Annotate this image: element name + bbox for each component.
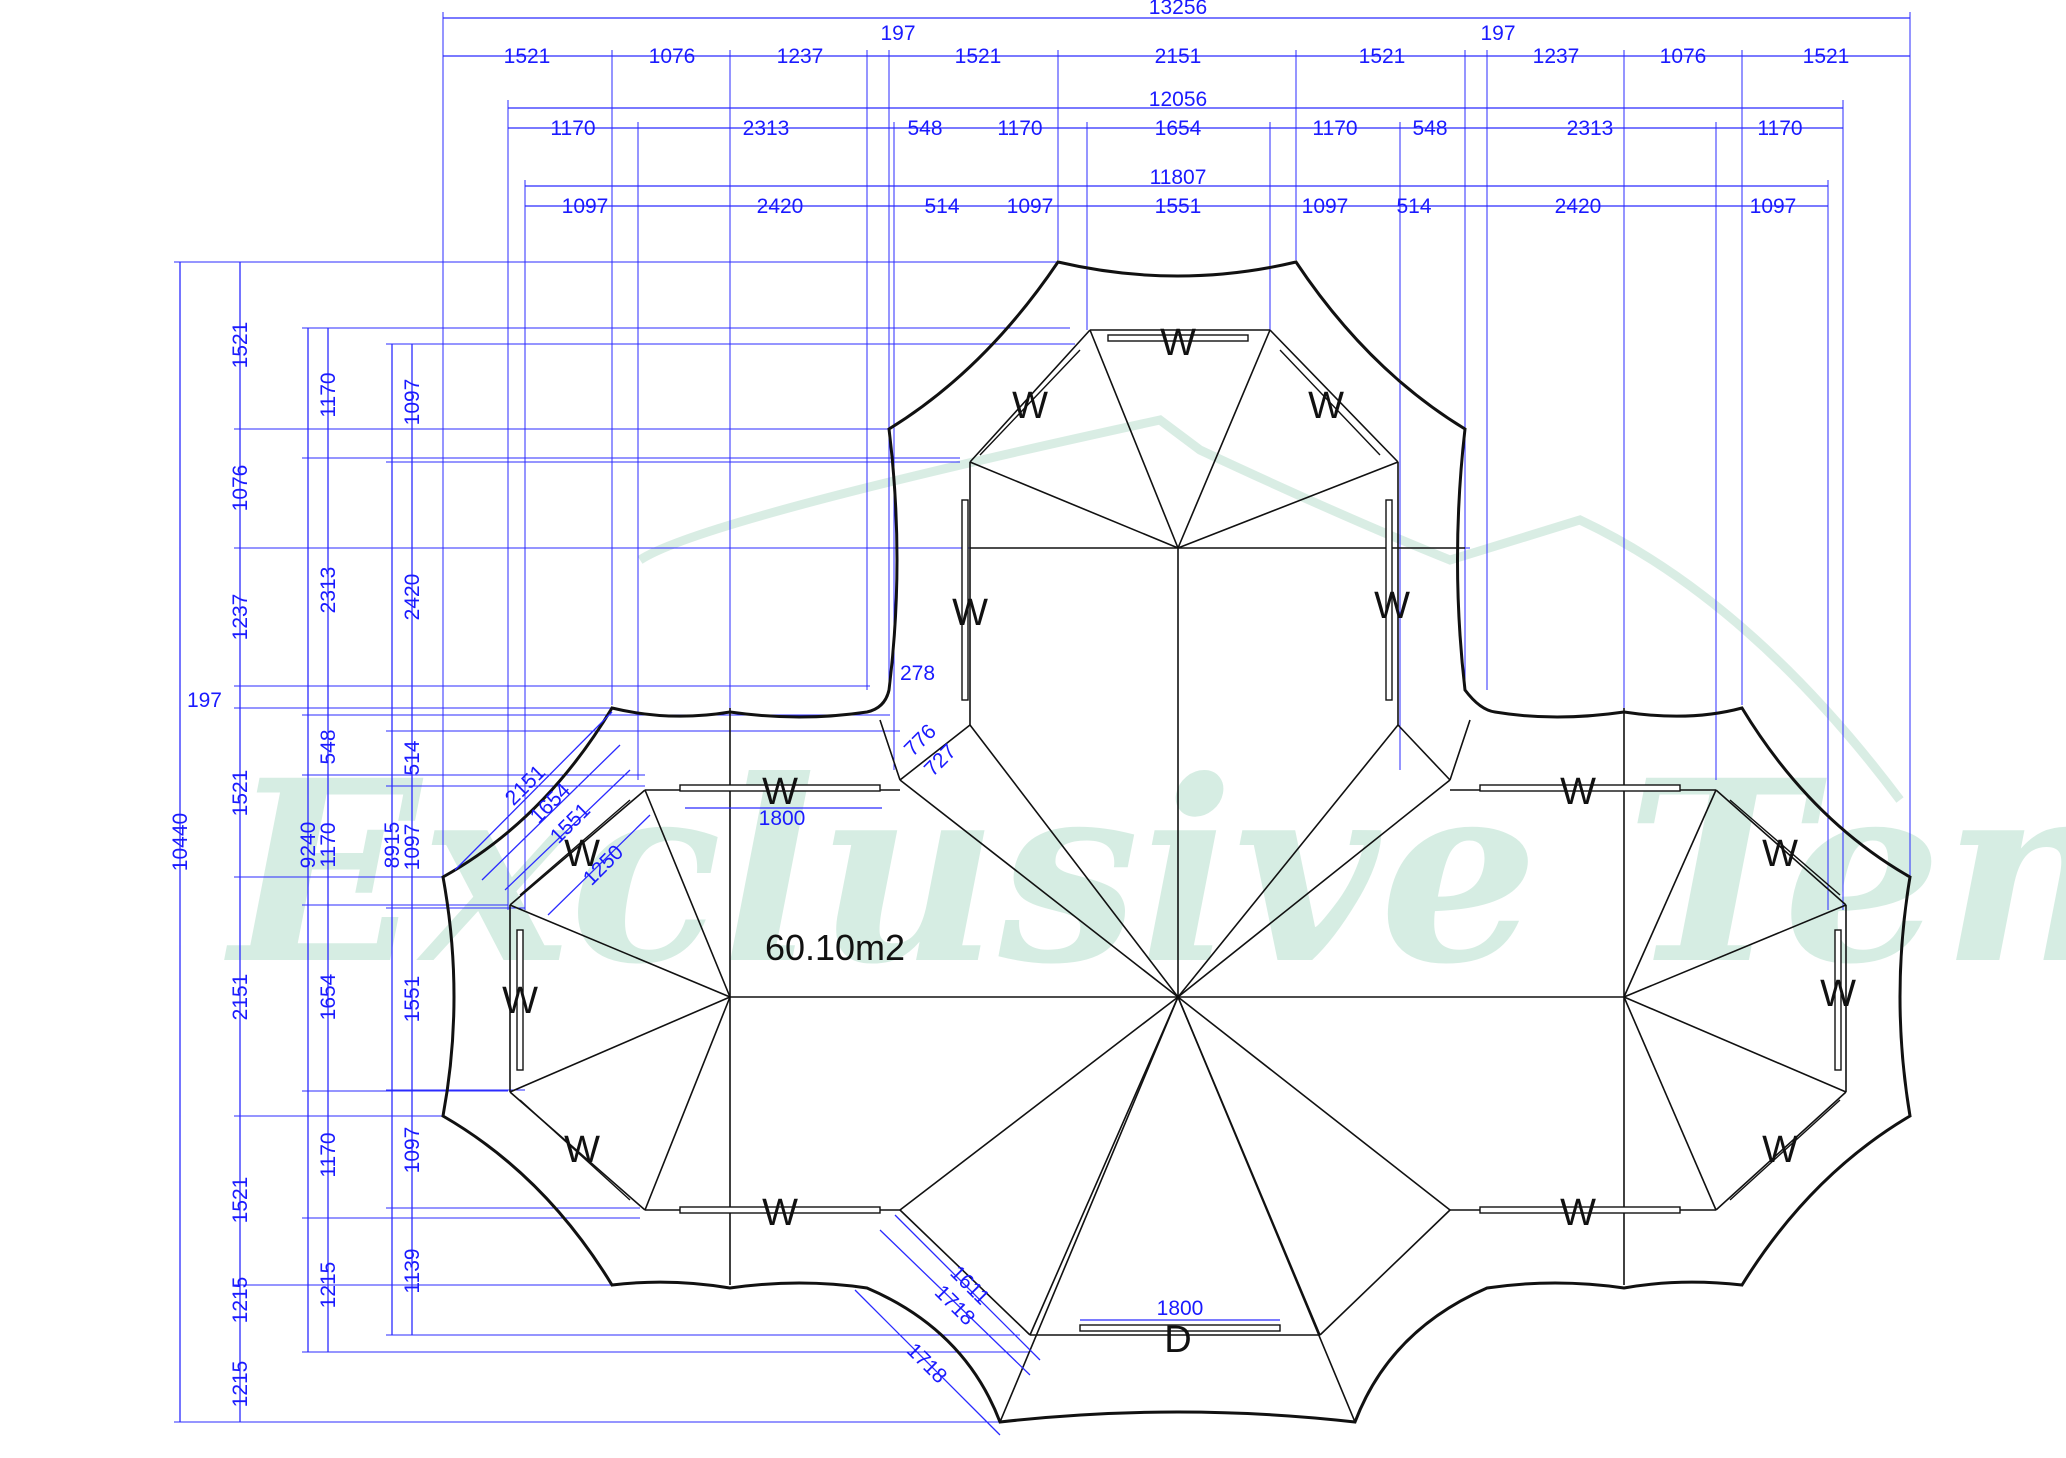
label-door: D: [1164, 1319, 1191, 1361]
frame-lines: [509, 329, 1847, 1423]
area-label: 60.10m2: [765, 927, 905, 968]
dim-mid-7: 548: [1412, 117, 1447, 140]
left-dimension-lines: 10440 1521 1076 1237 197 1521 2151 1521 …: [169, 261, 1470, 1423]
label-window-top-right: W: [1308, 385, 1344, 427]
dim-top-8: 197: [1480, 22, 1515, 45]
door-panel: [1079, 1324, 1281, 1332]
dim-col2-6: 1170: [317, 1132, 340, 1177]
dim-mid-6: 1170: [1312, 117, 1357, 140]
dim-left-8: 1215: [229, 1277, 252, 1324]
window-left-bottom: [679, 1206, 881, 1214]
window-right-upper: [1385, 499, 1393, 701]
window-left-end: [516, 929, 524, 1071]
dim-overall-width: 13256: [1149, 0, 1207, 19]
dim-left-1: 1521: [229, 322, 252, 369]
dim-left-4: 197: [187, 689, 222, 712]
label-window-right-diag-bottom: W: [1762, 1129, 1798, 1171]
dim-col3-2: 2420: [401, 574, 424, 621]
label-window-left-diag-bottom: W: [564, 1129, 600, 1171]
dim-mid-4: 1170: [997, 117, 1042, 140]
dim-col3-overall: 8915: [381, 822, 404, 869]
window-right-bottom: [1479, 1206, 1681, 1214]
label-window-left-top: W: [762, 771, 798, 813]
label-window-top: W: [1160, 322, 1196, 364]
dim-top-4: 197: [880, 22, 915, 45]
dim-door-width: 1800: [1157, 1297, 1204, 1320]
dim-col3-7: 1139: [401, 1248, 424, 1293]
dim-col2-7: 1215: [317, 1262, 340, 1309]
dim-inner-2: 2420: [757, 195, 804, 218]
label-window-left-diag-top: W: [564, 833, 600, 875]
label-window-left-bottom: W: [762, 1192, 798, 1234]
dim-mid-2: 2313: [743, 117, 790, 140]
window-left-top: [679, 784, 881, 792]
label-window-left-upper: W: [952, 592, 988, 634]
label-window-left-end: W: [502, 980, 538, 1022]
dim-left-2: 1076: [229, 465, 252, 512]
dim-inner-1: 1097: [562, 195, 609, 218]
label-window-right-end: W: [1820, 973, 1856, 1015]
dim-col2-3: 548: [317, 729, 340, 764]
dim-window-width: 1800: [759, 807, 806, 830]
dim-top-9: 1237: [1533, 45, 1580, 68]
window-left-upper: [961, 499, 969, 701]
dim-col2-2: 2313: [317, 567, 340, 614]
dim-inner-4: 1097: [1007, 195, 1054, 218]
dim-left-9: 1215: [229, 1361, 252, 1408]
dim-mid-overall: 12056: [1149, 88, 1207, 111]
dim-overall-height: 10440: [169, 813, 192, 871]
dim-top-2: 1076: [649, 45, 696, 68]
dim-top-7: 1521: [1359, 45, 1406, 68]
dim-top-10: 1076: [1660, 45, 1707, 68]
dim-col2-4: 1170: [317, 822, 340, 867]
dim-notch-radius: 278: [900, 662, 935, 685]
dim-col3-1: 1097: [401, 379, 424, 426]
dim-mid-8: 2313: [1567, 117, 1614, 140]
dim-diag-bottom-3: 1718: [902, 1339, 951, 1388]
dim-col2-5: 1654: [317, 973, 340, 1020]
dim-inner-3: 514: [924, 195, 959, 218]
tent-outline: [441, 260, 1912, 1424]
dim-mid-5: 1654: [1155, 117, 1202, 140]
dim-mid-3: 548: [907, 117, 942, 140]
label-window-right-top: W: [1560, 771, 1596, 813]
dim-top-5: 1521: [955, 45, 1002, 68]
dim-col3-5: 1551: [401, 976, 424, 1023]
dim-left-7: 1521: [229, 1177, 252, 1224]
dim-inner-overall: 11807: [1150, 166, 1207, 189]
dim-top-3: 1237: [777, 45, 824, 68]
dim-col2-1: 1170: [317, 372, 340, 417]
dim-col3-6: 1097: [401, 1127, 424, 1174]
dim-inner-7: 514: [1396, 195, 1431, 218]
dim-col3-4: 1097: [401, 824, 424, 871]
label-window-right-bottom: W: [1560, 1192, 1596, 1234]
dim-top-6: 2151: [1155, 45, 1202, 68]
watermark-roof-outline: [637, 415, 1904, 803]
dim-inner-6: 1097: [1302, 195, 1349, 218]
dim-inner-5: 1551: [1155, 195, 1202, 218]
dim-mid-1: 1170: [550, 117, 595, 140]
dim-left-6: 2151: [229, 974, 252, 1021]
dim-left-3: 1237: [229, 594, 252, 641]
dim-inner-8: 2420: [1555, 195, 1602, 218]
tent-structure: W W W W W W W W W W W W W W W D 60.10m2: [441, 260, 1912, 1424]
dim-col2-overall: 9240: [297, 822, 320, 869]
window-right-end: [1834, 929, 1842, 1071]
dim-top-1: 1521: [504, 45, 551, 68]
label-window-right-upper: W: [1374, 585, 1410, 627]
watermark-text: Exclusive Tents: [224, 725, 2066, 1019]
label-window-right-diag-top: W: [1762, 833, 1798, 875]
dim-col3-3: 514: [401, 740, 424, 775]
dim-inner-9: 1097: [1750, 195, 1797, 218]
dim-top-11: 1521: [1803, 45, 1850, 68]
dim-mid-9: 1170: [1757, 117, 1802, 140]
label-window-top-left: W: [1012, 385, 1048, 427]
watermark: Exclusive Tents: [224, 415, 2066, 1019]
dim-left-5: 1521: [229, 770, 252, 817]
window-right-top: [1479, 784, 1681, 792]
window-top: [1107, 334, 1249, 342]
